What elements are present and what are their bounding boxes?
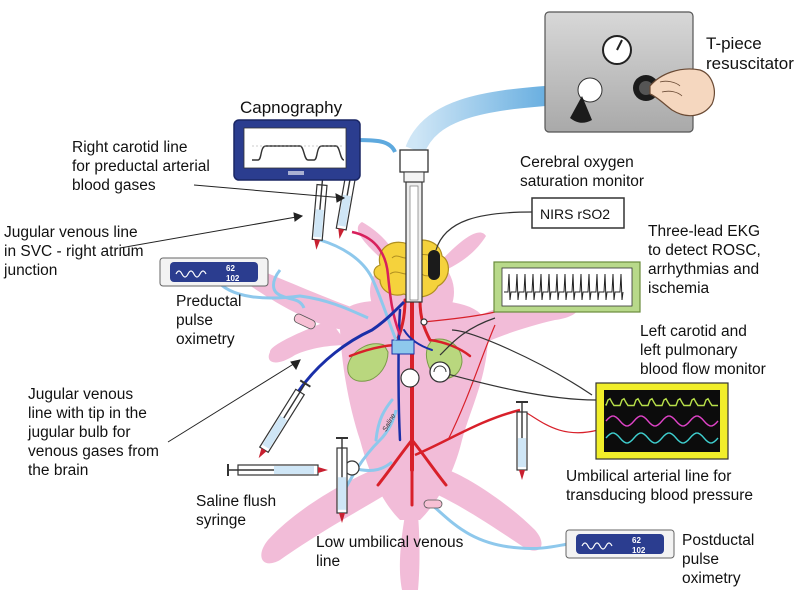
jugular-svc-label: Jugular venous line in SVC - right atriu… xyxy=(4,224,144,279)
preductal-oximeter: 62 102 xyxy=(159,257,269,287)
three-lead-ekg-label: Three-lead EKG to detect ROSC, arrhythmi… xyxy=(648,223,761,297)
postductal-hr: 102 xyxy=(632,546,646,555)
annotation-arrows xyxy=(119,184,346,443)
right-carotid-line xyxy=(351,230,402,336)
preductal-spo2: 62 xyxy=(226,264,235,273)
nirs-label: NIRS rSO2 xyxy=(540,206,610,222)
jugular-bulb-line xyxy=(296,300,406,393)
preductal-sensor xyxy=(293,313,316,330)
hand xyxy=(649,68,715,117)
left-carotid-label: Left carotid and left pulmonary blood fl… xyxy=(640,323,766,378)
jugular-bulb-label: Jugular venous line with tip in the jugu… xyxy=(28,386,159,479)
saline-flush-label: Saline flush syringe xyxy=(196,493,277,529)
postductal-sensor xyxy=(423,499,443,509)
nirs-sensor xyxy=(428,250,440,280)
umbilical-venous-syringe xyxy=(336,437,348,523)
capnography-label: Capnography xyxy=(240,98,343,117)
jugular-bulb-syringe xyxy=(258,379,311,459)
nirs-monitor: NIRS rSO2 xyxy=(531,197,625,229)
ekg-leads xyxy=(420,311,496,441)
umbilical-arterial-label: Umbilical arterial line for transducing … xyxy=(566,468,753,504)
cerebral-oxygen-label: Cerebral oxygen saturation monitor xyxy=(520,154,645,190)
preductal-pulse-label: Preductal pulse oximetry xyxy=(176,293,242,348)
preductal-oximetry-cable xyxy=(213,277,369,320)
tpiece-resuscitator xyxy=(544,11,715,133)
postductal-pulse-label: Postductal pulse oximetry xyxy=(682,532,755,587)
jugular-svc-line xyxy=(319,238,398,341)
capnography-monitor xyxy=(233,119,361,181)
ekg-monitor xyxy=(493,261,641,313)
postductal-oximeter: 62 102 xyxy=(565,529,675,559)
syringes xyxy=(227,156,528,523)
endotracheal-tube xyxy=(399,149,429,303)
low-umbilical-venous-line xyxy=(340,409,398,496)
flow-monitor xyxy=(595,382,729,460)
nirs-cable xyxy=(435,211,533,251)
right-carotid-label: Right carotid line for preductal arteria… xyxy=(72,139,210,194)
umbilical-arterial-syringe xyxy=(516,401,528,480)
saline-flush-syringe xyxy=(227,464,328,476)
tpiece-hose xyxy=(405,85,561,155)
postductal-spo2: 62 xyxy=(632,536,641,545)
capnography-tube xyxy=(354,138,397,153)
venous-tree xyxy=(374,308,433,442)
postductal-oximetry-cable xyxy=(431,503,569,550)
jugular-svc-syringe xyxy=(311,173,329,250)
low-umbilical-label: Low umbilical venous line xyxy=(316,534,464,570)
preductal-hr: 102 xyxy=(226,274,240,283)
tpiece-label: T-piece resuscitator xyxy=(706,34,794,73)
umbilical-arterial-line xyxy=(414,408,521,457)
